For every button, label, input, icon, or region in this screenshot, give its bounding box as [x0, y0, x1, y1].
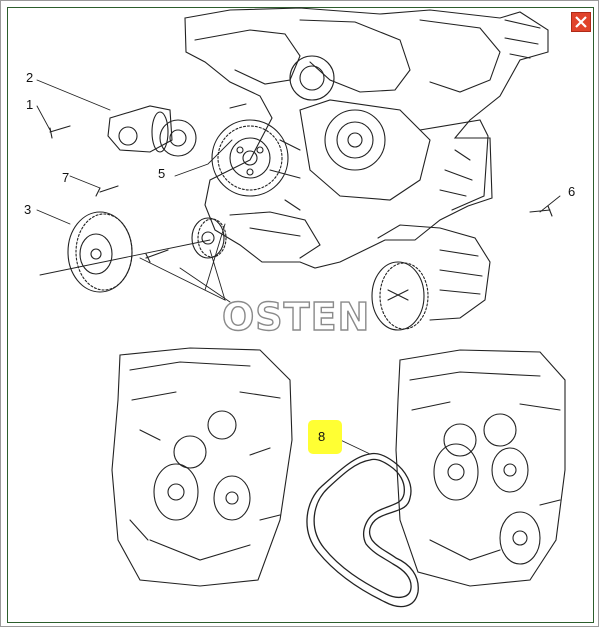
diagram-panel [7, 7, 594, 623]
close-button[interactable] [571, 12, 591, 32]
close-icon [575, 16, 587, 28]
